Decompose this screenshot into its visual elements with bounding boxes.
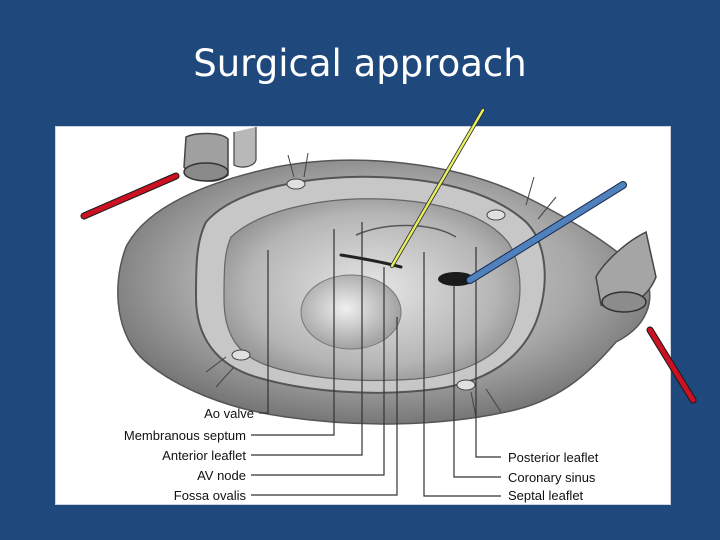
blue-arrow <box>466 181 627 284</box>
label-posterior-leaflet: Posterior leaflet <box>508 450 599 465</box>
yellow-arrow <box>390 108 485 268</box>
slide-title: Surgical approach <box>193 42 527 85</box>
leader-fossa-ovalis <box>251 317 398 496</box>
fossa-ovalis <box>300 274 402 350</box>
vessel-right-rim <box>601 291 647 313</box>
label-fossa-ovalis: Fossa ovalis <box>174 488 247 503</box>
label-septal-leaflet: Septal leaflet <box>508 488 584 503</box>
sutures <box>205 152 557 418</box>
vessel-left-rim <box>183 162 229 182</box>
vessel-left-top <box>233 127 257 168</box>
label-anterior-leaflet: Anterior leaflet <box>162 448 246 463</box>
leader-coronary-sinus <box>453 285 501 478</box>
clip-3 <box>231 349 251 361</box>
leader-posterior-leaflet <box>475 247 501 458</box>
clip-4 <box>456 379 476 391</box>
leader-anterior-leaflet <box>251 222 363 456</box>
left-labels: Ao valve Membranous septum Anterior leaf… <box>124 406 254 503</box>
coronary-sinus-opening <box>438 272 474 286</box>
leader-lines <box>251 222 501 497</box>
label-av-node: AV node <box>197 468 246 483</box>
red-arrow-left <box>80 172 180 220</box>
leader-av-node <box>251 267 385 476</box>
leaflet-fold <box>355 224 457 238</box>
clip-2 <box>486 209 506 221</box>
red-arrow-right <box>646 326 697 404</box>
heart-illustration-frame: Ao valve Membranous septum Anterior leaf… <box>55 126 671 505</box>
valve-slit <box>339 253 403 269</box>
leader-ao-valve <box>259 250 269 414</box>
label-coronary-sinus: Coronary sinus <box>508 470 596 485</box>
right-labels: Posterior leaflet Coronary sinus Septal … <box>508 450 599 503</box>
leader-septal-leaflet <box>423 252 501 497</box>
leader-membranous-septum <box>251 229 335 436</box>
heart-illustration: Ao valve Membranous septum Anterior leaf… <box>117 127 657 503</box>
label-ao-valve: Ao valve <box>204 406 254 421</box>
clip-1 <box>286 178 306 190</box>
label-membranous-septum: Membranous septum <box>124 428 246 443</box>
